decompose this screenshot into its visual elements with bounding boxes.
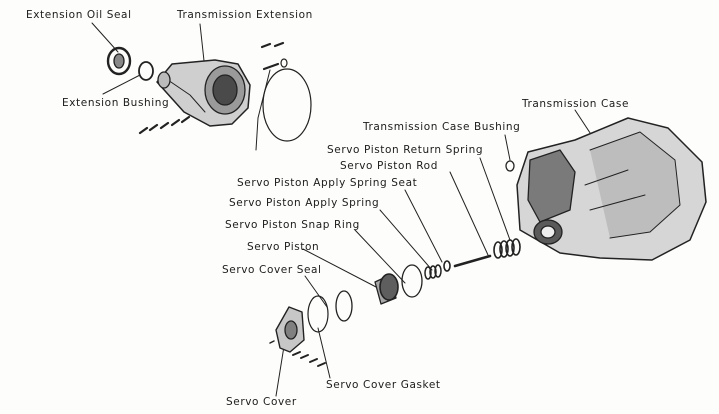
servo-piston-snap-ring-part — [401, 264, 423, 298]
label-transmission-case-bushing: Transmission Case Bushing — [363, 121, 521, 133]
label-transmission-extension: Transmission Extension — [177, 9, 313, 21]
extension-oil-seal-part — [106, 46, 132, 76]
label-servo-piston-apply-spring-seat: Servo Piston Apply Spring Seat — [237, 177, 418, 189]
label-servo-cover: Servo Cover — [226, 396, 297, 408]
servo-piston-apply-spring-part — [424, 264, 442, 280]
label-transmission-case: Transmission Case — [522, 98, 630, 110]
label-servo-piston-return-spring: Servo Piston Return Spring — [327, 144, 484, 156]
label-servo-piston-snap-ring: Servo Piston Snap Ring — [225, 219, 360, 231]
label-extension-bushing: Extension Bushing — [62, 97, 170, 109]
label-servo-piston-apply-spring: Servo Piston Apply Spring — [229, 197, 380, 209]
extension-bolts — [138, 41, 288, 151]
extension-gasket-part — [262, 68, 312, 142]
servo-piston-return-spring-part — [493, 238, 521, 259]
servo-cover-seal-part — [335, 290, 353, 322]
transmission-case-bushing-part — [505, 160, 515, 172]
servo-cover-gasket-part — [307, 295, 329, 333]
label-servo-piston-rod: Servo Piston Rod — [340, 160, 438, 172]
servo-piston-rod-part — [453, 254, 492, 268]
label-servo-piston: Servo Piston — [247, 241, 320, 253]
transmission-extension-part — [156, 59, 251, 127]
servo-piston-part — [374, 273, 399, 305]
extension-bushing-part — [138, 61, 154, 81]
servo-piston-apply-spring-seat-part — [443, 260, 451, 272]
label-servo-cover-gasket: Servo Cover Gasket — [326, 379, 441, 391]
label-servo-cover-seal: Servo Cover Seal — [222, 264, 322, 276]
servo-cover-bolts — [292, 351, 326, 367]
label-extension-oil-seal: Extension Oil Seal — [26, 9, 132, 21]
servo-cover-part — [269, 306, 305, 353]
transmission-case-part — [516, 117, 707, 261]
